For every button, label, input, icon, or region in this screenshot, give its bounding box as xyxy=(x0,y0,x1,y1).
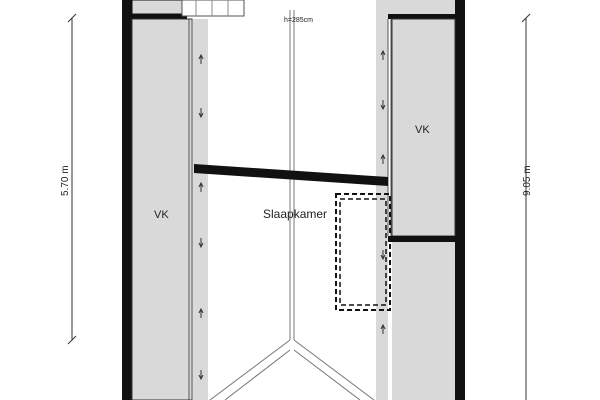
left-storage-top xyxy=(131,0,188,15)
arrow-up-icon xyxy=(380,323,386,334)
left-kneewall-strip xyxy=(192,19,208,400)
dimension-left xyxy=(67,13,77,345)
dimension-label-right: 9.05 m xyxy=(522,165,533,196)
arrow-up-icon xyxy=(198,307,204,318)
left-outer-wall xyxy=(122,0,132,400)
arrow-down-icon xyxy=(380,250,386,261)
right-wall-mid xyxy=(388,236,455,242)
hip-line xyxy=(293,349,361,400)
arrow-down-icon xyxy=(198,370,204,381)
arrow-up-icon xyxy=(198,181,204,192)
right-storage-top xyxy=(388,0,455,14)
hip-line xyxy=(293,339,375,400)
hip-line xyxy=(209,339,291,400)
height-note: h=285cm xyxy=(284,17,313,24)
dimension-label-left: 5.70 m xyxy=(60,165,71,196)
dimension-right xyxy=(521,13,531,400)
left-storage-wall-top xyxy=(132,14,187,19)
arrow-up-icon xyxy=(380,49,386,60)
arrow-down-icon xyxy=(380,100,386,111)
skylight-outline-outer xyxy=(335,193,391,311)
staircase xyxy=(181,0,245,17)
roof-beam xyxy=(194,164,388,186)
arrow-down-icon xyxy=(198,238,204,249)
right-storage-lower xyxy=(392,242,455,400)
arrow-up-icon xyxy=(198,53,204,64)
hip-line xyxy=(224,349,291,400)
right-storage-wall-top xyxy=(388,14,455,19)
skylight-outline-inner xyxy=(339,198,387,306)
zone-label-left: VK xyxy=(154,209,169,221)
room-label: Slaapkamer xyxy=(263,207,327,221)
left-storage-vk xyxy=(131,18,193,400)
zone-label-right: VK xyxy=(415,124,430,136)
arrow-down-icon xyxy=(198,108,204,119)
right-kneewall-strip xyxy=(376,0,388,400)
right-outer-wall xyxy=(455,0,465,400)
arrow-up-icon xyxy=(380,153,386,164)
